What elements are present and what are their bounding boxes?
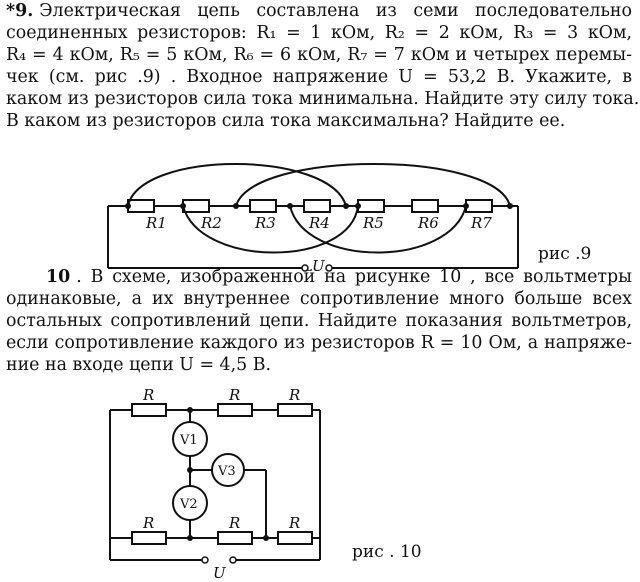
terminal-10-right (229, 556, 237, 564)
resistor-top-1 (131, 403, 167, 417)
label-v3: V3 (217, 464, 236, 479)
voltmeter-v3 (211, 453, 245, 487)
jumper-arc-4 (289, 205, 467, 254)
problem-10-line-4: если сопротивление каждого из резисторов… (6, 333, 632, 353)
problem-10-line-5: ние на входе цепи U = 4,5 В. (6, 355, 272, 375)
jumper-arc-1 (127, 163, 347, 207)
jumper-arc-2 (235, 163, 511, 207)
label-r-bottom-2: R (228, 514, 240, 532)
problem-9-line-5: каком из резисторов сила тока минимальна… (6, 89, 640, 109)
figure-10-caption: рис . 10 (352, 542, 422, 562)
terminal-right (325, 264, 333, 272)
label-r7: R7 (470, 214, 492, 232)
label-v1: V1 (179, 433, 198, 448)
problem-9-line-6: В каком из резисторов сила тока максимал… (6, 111, 566, 131)
label-v2: V2 (179, 497, 198, 512)
resistor-top-2 (217, 403, 253, 417)
label-r3: R3 (254, 214, 276, 232)
label-r4: R4 (308, 214, 330, 232)
label-r1: R1 (145, 214, 167, 232)
resistor-bottom-2 (217, 531, 253, 545)
voltmeter-v2 (172, 485, 208, 521)
label-r-top-3: R (288, 386, 300, 404)
terminal-10-left (201, 556, 209, 564)
problem-9-line-2: соединенных резисторов: R₁ = 1 кОм, R₂ =… (6, 23, 632, 43)
label-r2: R2 (200, 214, 222, 232)
problem-9-line-4: чек (см. рис .9) . Входное напряжение U … (6, 67, 632, 87)
label-r5: R5 (362, 214, 384, 232)
problem-10-line-3: остальных сопротивлений цепи. Найдите по… (6, 311, 632, 331)
label-r-bottom-3: R (288, 514, 300, 532)
problem-9-text: *9.Электрическая цепь составлена из семи… (6, 0, 640, 132)
label-u-9: U (312, 257, 326, 275)
problem-10-number: 10 (46, 267, 71, 287)
figure-9-caption: рис .9 (538, 244, 592, 264)
resistor-bottom-3 (277, 531, 313, 545)
jumper-arc-3 (182, 205, 359, 254)
problem-10-text: 10. В схеме, изображенной на рисунке 10 … (6, 266, 632, 376)
problem-10-line-1: 10. В схеме, изображенной на рисунке 10 … (46, 267, 632, 287)
label-r-top-2: R (228, 386, 240, 404)
resistor-top-3 (277, 403, 313, 417)
resistor-bottom-1 (131, 531, 167, 545)
label-r-bottom-1: R (142, 514, 154, 532)
problem-10-line-2: одинаковые, а их внутреннее сопротивлени… (6, 289, 632, 309)
label-r6: R6 (417, 214, 439, 232)
problem-9-line-1: *9.Электрическая цепь составлена из семи… (6, 1, 632, 21)
problem-9-line-3: R₄ = 4 кОм, R₅ = 5 кОм, R₆ = 6 кОм, R₇ =… (6, 45, 632, 65)
voltmeter-v1 (172, 421, 208, 457)
label-r-top-1: R (142, 386, 154, 404)
terminal-left (301, 264, 309, 272)
problem-9-number: *9. (6, 1, 34, 21)
label-u-10: U (213, 564, 227, 582)
